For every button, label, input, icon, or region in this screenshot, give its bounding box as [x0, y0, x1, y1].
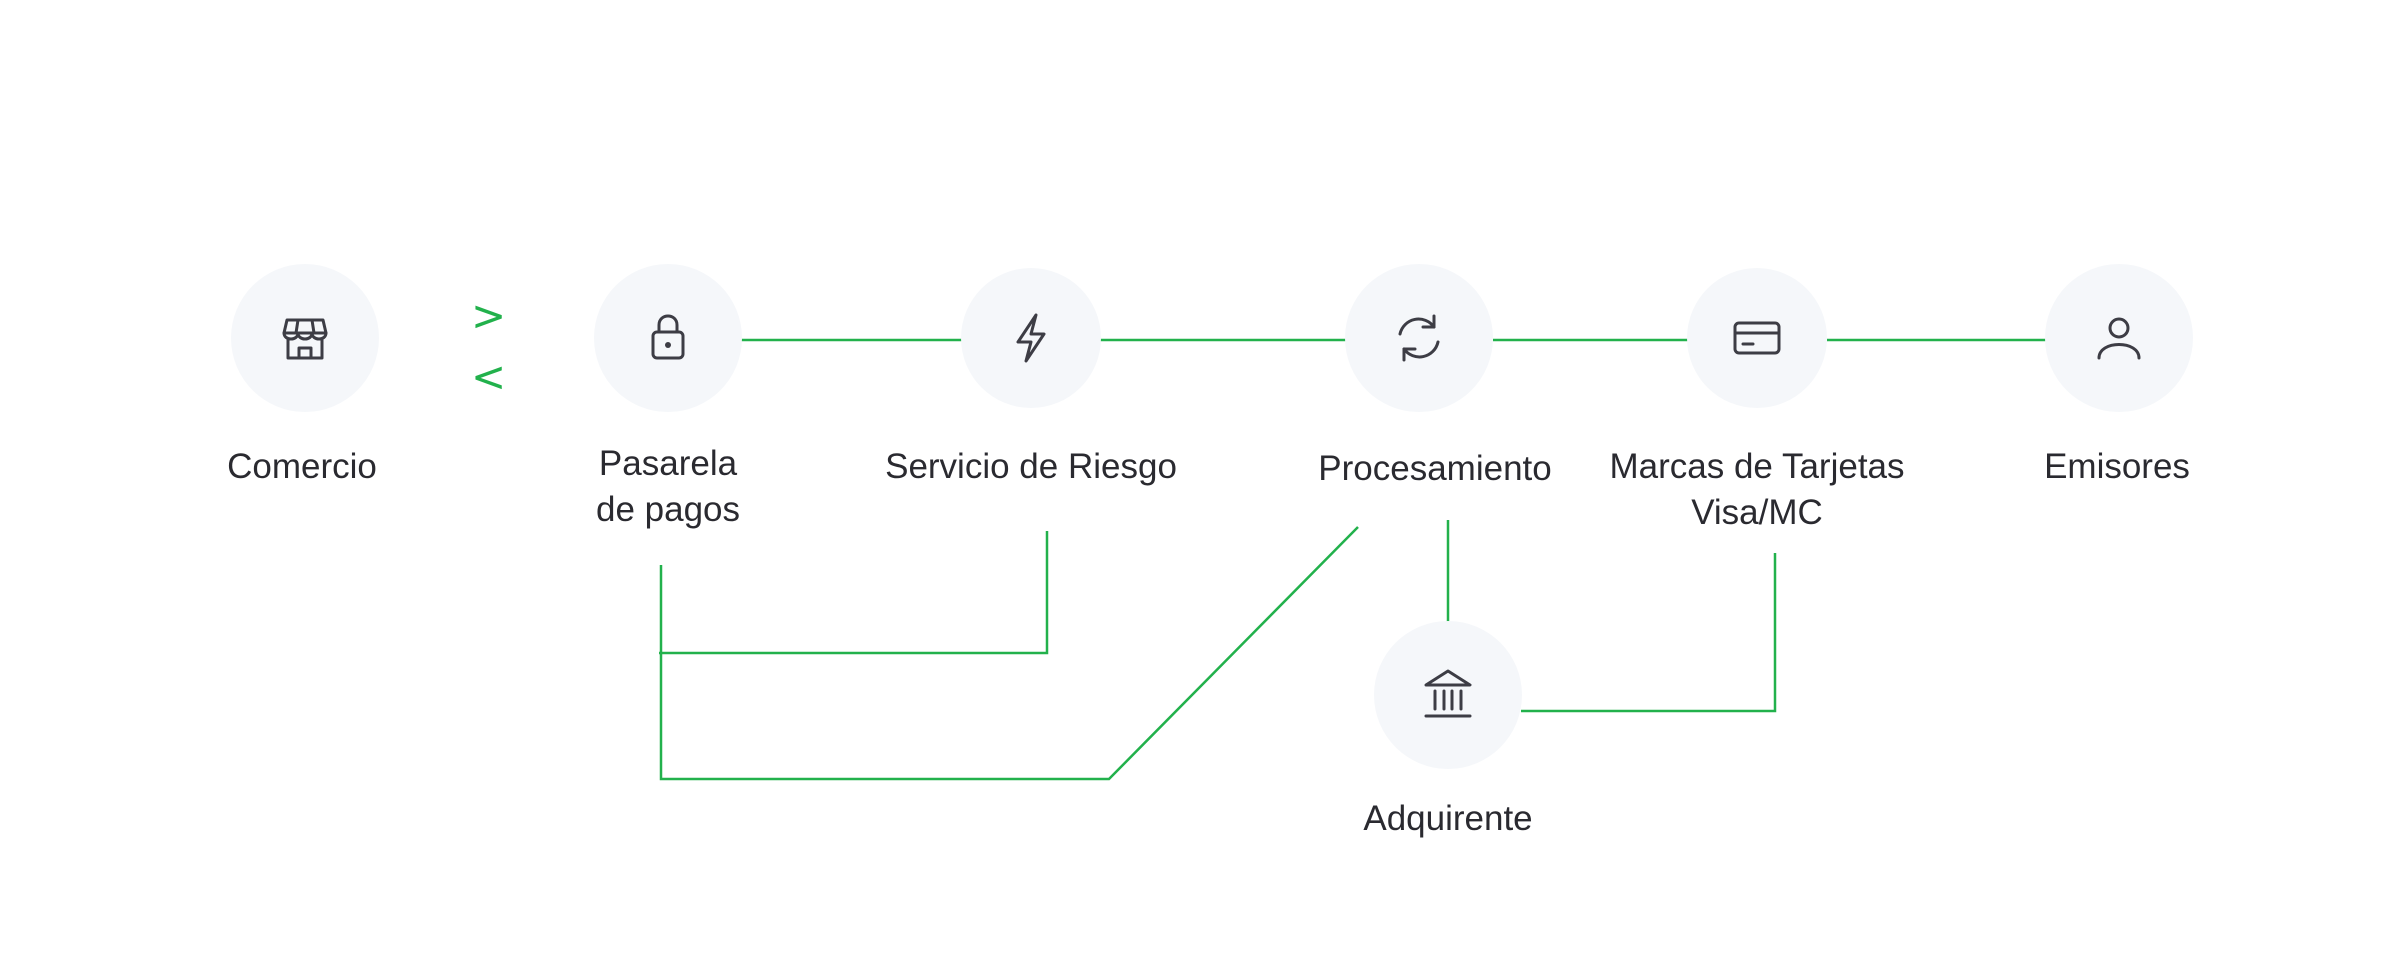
- storefront-icon: [282, 318, 328, 360]
- forward-arrow-icon: >: [471, 291, 507, 340]
- label-line: Adquirente: [1363, 799, 1533, 838]
- label-comercio: Comercio: [227, 444, 377, 490]
- label-adquirente: Adquirente: [1363, 796, 1532, 842]
- label-emisores: Emisores: [2044, 444, 2190, 490]
- credit-card-icon: [1733, 321, 1781, 355]
- label-line: Marcas de Tarjetas: [1609, 447, 1905, 486]
- connector-riesgo-pasarela-return: [659, 531, 1049, 655]
- label-riesgo: Servicio de Riesgo: [885, 444, 1177, 490]
- refresh-icon: [1398, 314, 1440, 362]
- user-icon: [2097, 317, 2141, 360]
- bank-icon: [1424, 669, 1472, 718]
- node-riesgo: [961, 268, 1101, 408]
- label-pasarela: Pasarela de pagos: [596, 441, 740, 533]
- label-line: Visa/MC: [1691, 493, 1823, 532]
- label-marcas: Marcas de Tarjetas Visa/MC: [1609, 444, 1904, 536]
- connector-adquirente-marcas: [1521, 553, 1777, 713]
- back-arrow-icon: <: [471, 352, 507, 401]
- node-comercio: [231, 264, 379, 412]
- node-marcas: [1687, 268, 1827, 408]
- label-line: Servicio de Riesgo: [885, 447, 1177, 486]
- label-line: Comercio: [227, 447, 377, 486]
- connector-pasarela-procesamiento-return: [659, 526, 1359, 781]
- label-line: Pasarela: [598, 444, 738, 483]
- node-adquirente: [1374, 621, 1522, 769]
- node-pasarela: [594, 264, 742, 412]
- label-procesamiento: Procesamiento: [1318, 446, 1551, 492]
- label-line: Emisores: [2044, 447, 2190, 486]
- label-line: Procesamiento: [1318, 449, 1552, 488]
- lock-icon: [651, 314, 685, 360]
- node-emisores: [2045, 264, 2193, 412]
- label-line: de pagos: [595, 490, 741, 529]
- node-procesamiento: [1345, 264, 1493, 412]
- lightning-icon: [1016, 313, 1046, 363]
